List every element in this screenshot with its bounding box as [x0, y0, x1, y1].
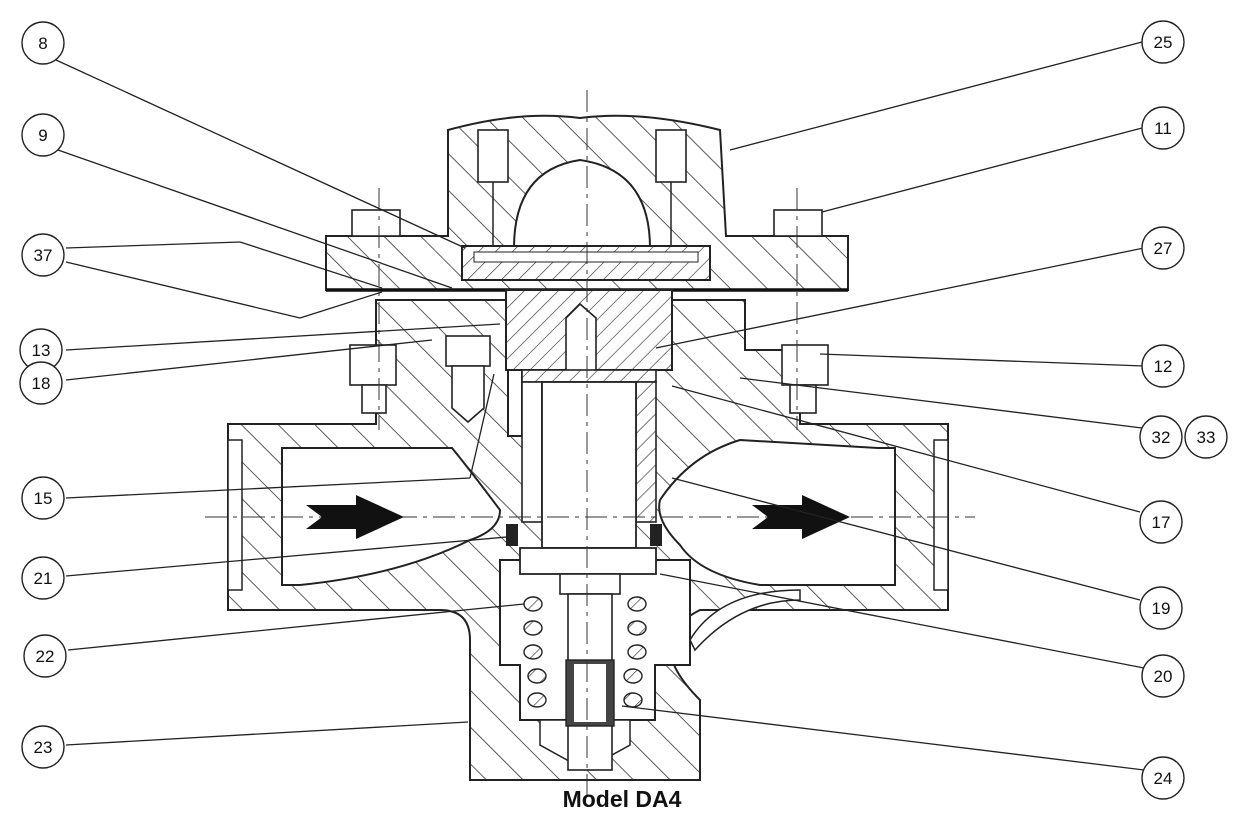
callouts: 8 9 37 13 18 15 21 22 23 25 11 27 12 32 … [19, 20, 1228, 800]
callout-11-label: 11 [1154, 119, 1172, 138]
callout-19-label: 19 [1152, 599, 1171, 618]
callout-12-label: 12 [1154, 357, 1173, 376]
callout-19-circle [1139, 586, 1183, 630]
outlet-flow-arrow [752, 495, 850, 539]
callout-8-circle [21, 21, 65, 65]
callout-27-circle [1141, 226, 1185, 270]
callout-15-circle [21, 476, 65, 520]
diaphragm-plate [461, 245, 711, 281]
callout-17-label: 17 [1152, 513, 1171, 532]
callout-18-label: 18 [32, 374, 51, 393]
callout-22-circle [23, 634, 67, 678]
callout-24-label: 24 [1154, 769, 1173, 788]
callout-20-circle [1141, 654, 1185, 698]
flow-arrows [306, 495, 850, 539]
callout-25-circle [1141, 20, 1185, 64]
callout-24-circle [1141, 756, 1185, 800]
bolts [349, 209, 829, 424]
bonnet [325, 114, 849, 291]
callout-15-label: 15 [34, 489, 53, 508]
callout-11-circle [1141, 106, 1185, 150]
callout-18-circle [19, 361, 63, 405]
callout-8-label: 8 [38, 34, 47, 53]
callout-23-circle [21, 725, 65, 769]
spring [523, 596, 647, 708]
callout-33-label: 33 [1197, 428, 1216, 447]
callout-37-label: 37 [34, 246, 53, 265]
callout-12-circle [1141, 344, 1185, 388]
callout-21-circle [21, 556, 65, 600]
callout-25-label: 25 [1154, 33, 1173, 52]
callout-13-label: 13 [32, 341, 51, 360]
callout-32-circle [1139, 415, 1183, 459]
callout-9-circle [21, 113, 65, 157]
callout-22-label: 22 [36, 647, 55, 666]
callout-9-label: 9 [38, 126, 47, 145]
callout-37-circle [21, 233, 65, 277]
callout-33-circle [1184, 415, 1228, 459]
callout-21-label: 21 [34, 569, 53, 588]
callout-27-label: 27 [1154, 239, 1173, 258]
piston-assembly [505, 289, 673, 771]
callout-20-label: 20 [1154, 667, 1173, 686]
diagram-caption: Model DA4 [562, 786, 682, 812]
inlet-flow-arrow [306, 495, 404, 539]
callout-32-label: 32 [1152, 428, 1171, 447]
callout-17-circle [1139, 500, 1183, 544]
callout-23-label: 23 [34, 738, 53, 757]
